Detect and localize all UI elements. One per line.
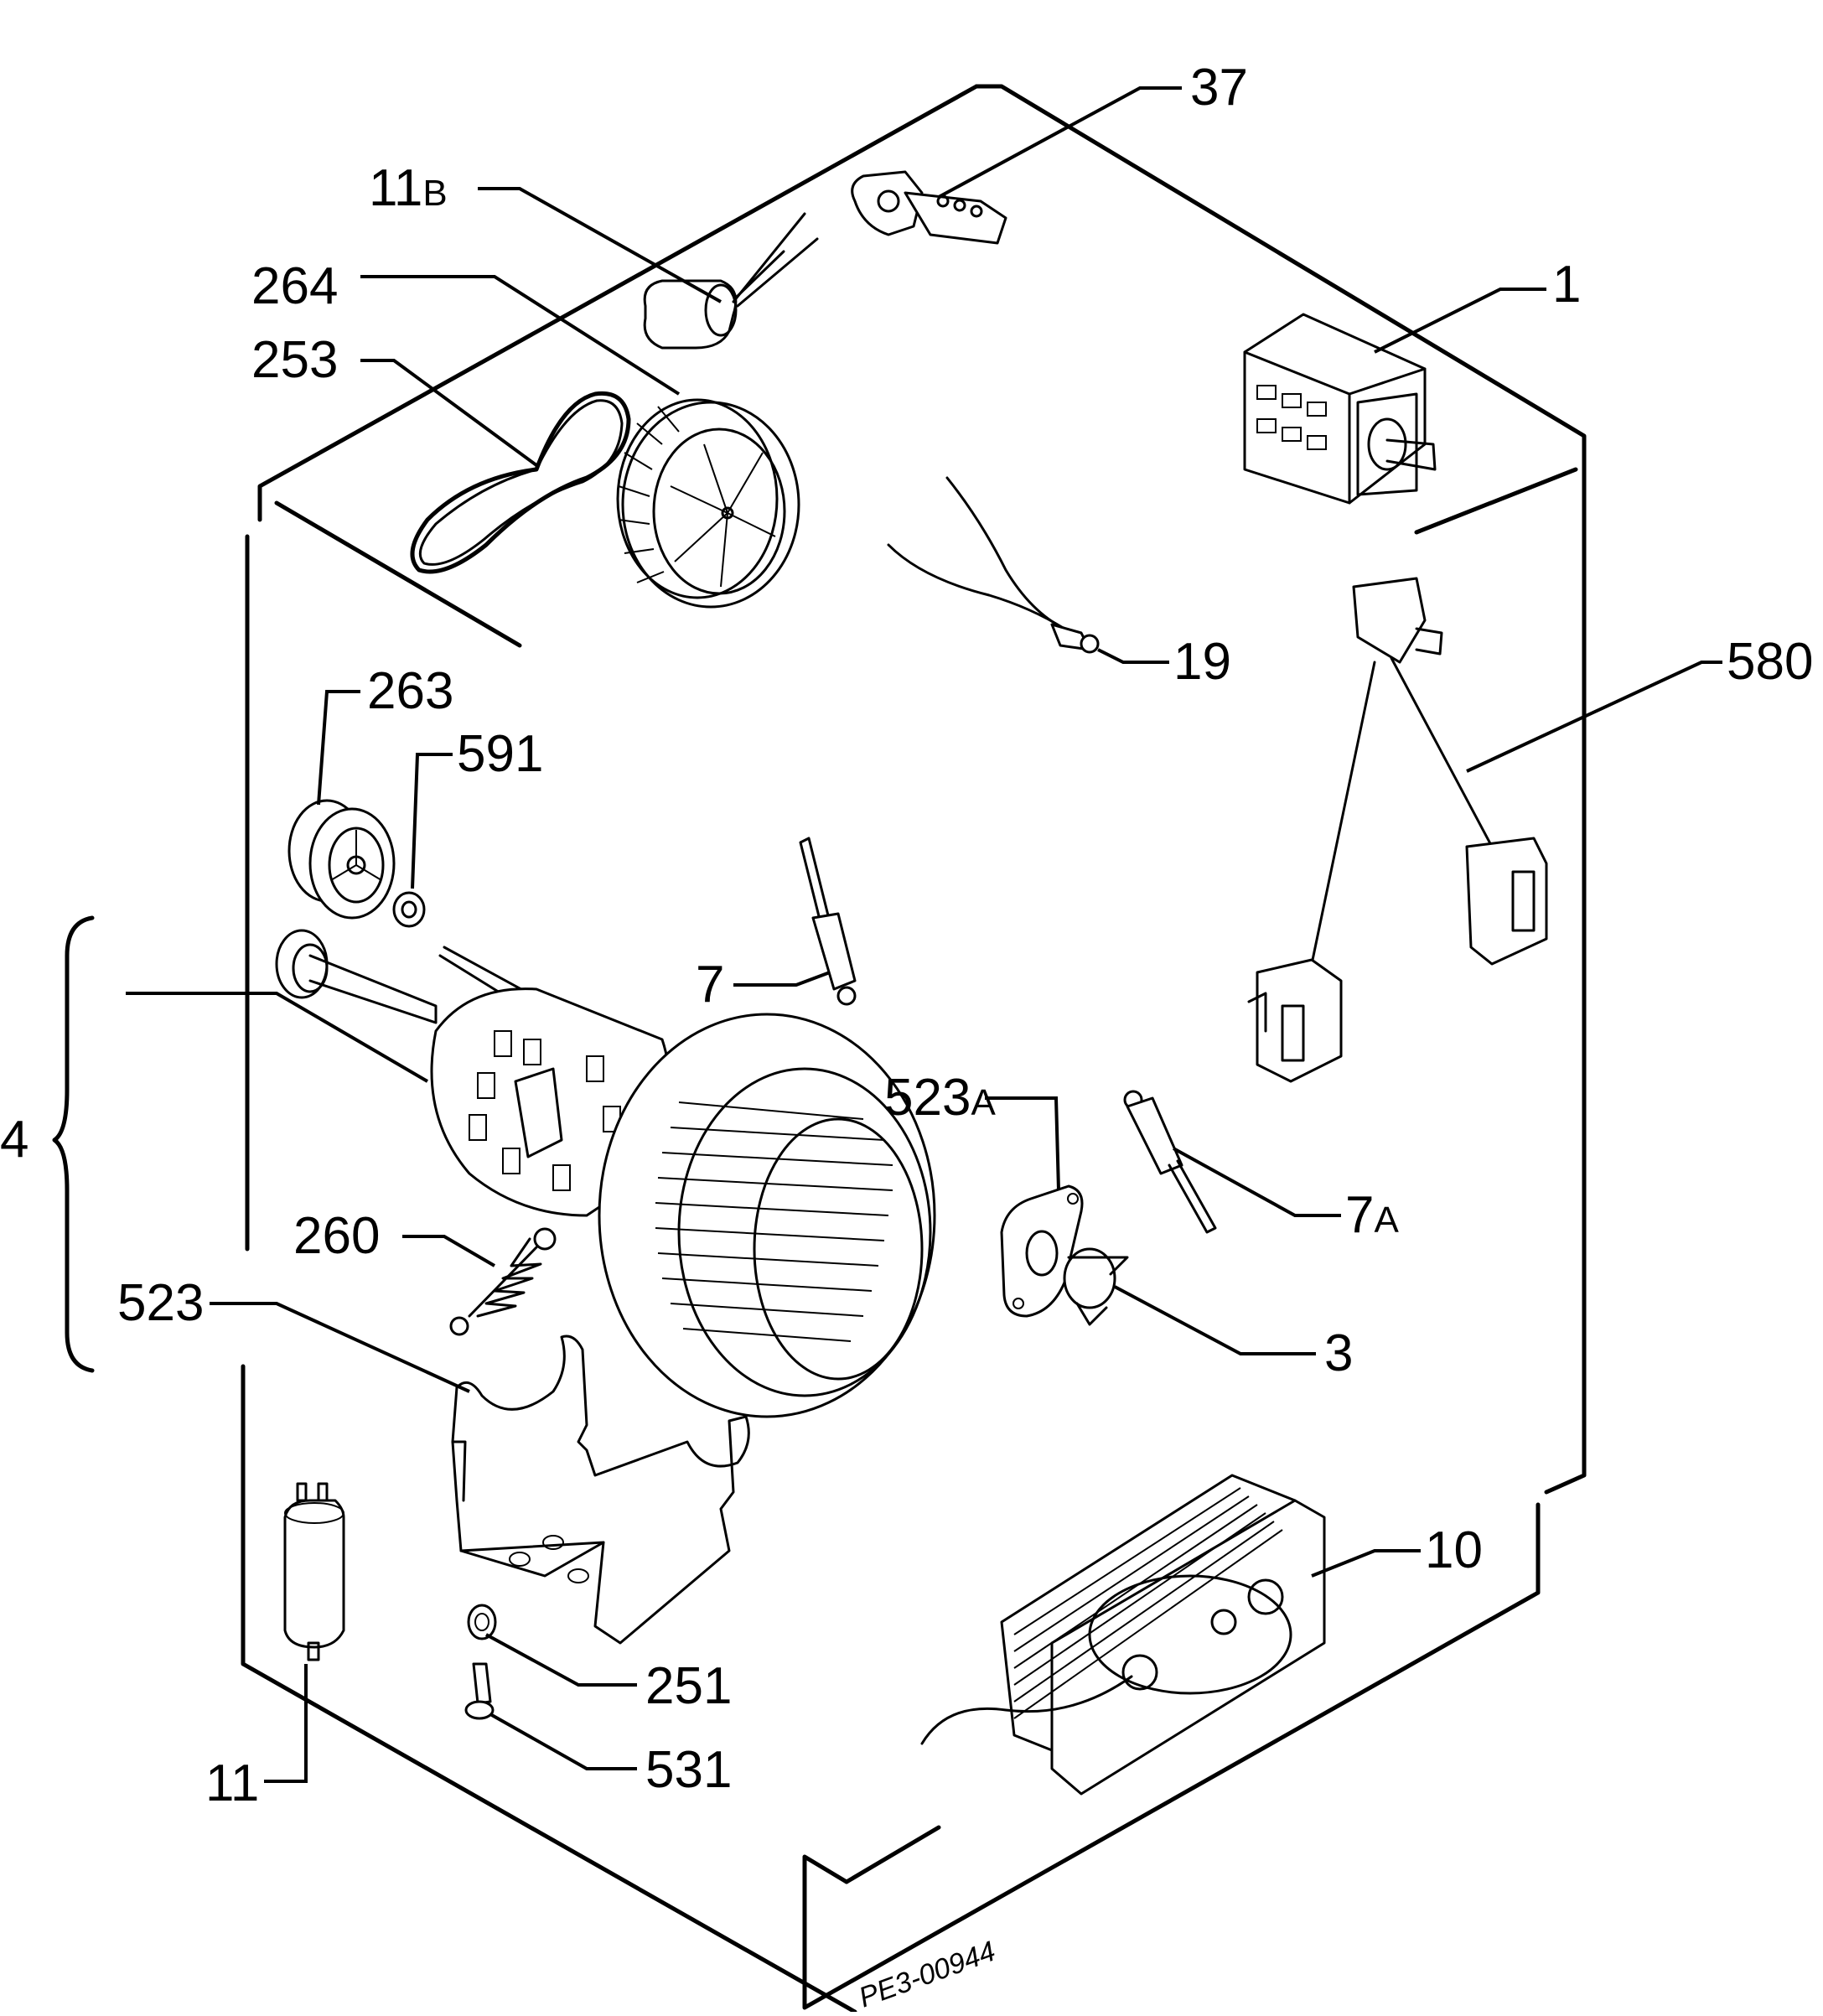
timer-1 [1243,313,1437,505]
sensor-19 [887,476,1100,654]
heater-10 [920,1474,1326,1796]
thermal-cutout-3 [1063,1247,1129,1326]
capacitor-11 [283,1482,345,1661]
drawing-code: PE3-00944 [855,1936,1000,2012]
leader-591 [411,753,453,889]
callout-1: 1 [1552,256,1581,314]
leader-11b [478,187,722,303]
callout-11b: 11B [369,159,448,217]
thermostat-7 [799,837,857,1006]
cabinet-outline [241,84,1587,2014]
fan-wheel-264 [616,398,800,609]
pulley-263 [287,799,396,920]
thermostat-7a [1123,1090,1217,1234]
leader-4 [126,992,429,1083]
leader-3 [1114,1285,1316,1355]
leader-523 [210,1302,470,1393]
leader-523a [985,1096,1060,1191]
callout-591: 591 [457,725,543,783]
leader-531 [489,1713,637,1770]
callout-19: 19 [1173,633,1231,691]
nut-251 [467,1604,497,1640]
motor-bracket-523 [451,1334,750,1645]
leader-37 [938,86,1182,199]
callout-4: 4 [0,1111,28,1169]
drive-belt-253 [410,391,631,574]
leader-264 [360,275,681,396]
bracket-assembly-4 [52,915,95,1373]
callout-260: 260 [293,1207,380,1265]
callout-251: 251 [645,1657,732,1715]
callout-3: 3 [1324,1324,1353,1382]
callout-11: 11 [205,1754,259,1812]
callout-7: 7 [696,956,724,1013]
leader-251 [485,1633,637,1687]
motor-blower-assembly [275,929,936,1418]
leader-19 [1097,648,1169,664]
leader-11 [264,1664,308,1783]
callout-523: 523 [117,1274,204,1332]
screw-531 [464,1662,495,1720]
door-switch-580 [1247,577,1548,1083]
callout-10: 10 [1425,1521,1483,1579]
leader-580 [1466,661,1722,773]
leader-1 [1374,288,1546,354]
terminal-block-37 [851,170,1007,245]
callout-531: 531 [645,1741,732,1799]
callout-580: 580 [1727,633,1813,691]
callout-523a: 523A [884,1069,996,1127]
capacitor-11b [643,212,819,350]
callout-37: 37 [1190,59,1248,117]
leader-7 [733,971,831,987]
callout-253: 253 [251,331,338,389]
callout-264: 264 [251,257,338,315]
leader-10 [1311,1549,1421,1578]
leader-263 [317,690,360,806]
washer-591 [392,891,426,928]
gasket-523a [1000,1184,1084,1318]
leader-7a [1173,1147,1341,1217]
callout-263: 263 [367,662,453,720]
leader-253 [360,359,538,467]
spring-260 [449,1227,557,1336]
callout-7a: 7A [1345,1186,1399,1244]
leader-260 [402,1235,496,1267]
